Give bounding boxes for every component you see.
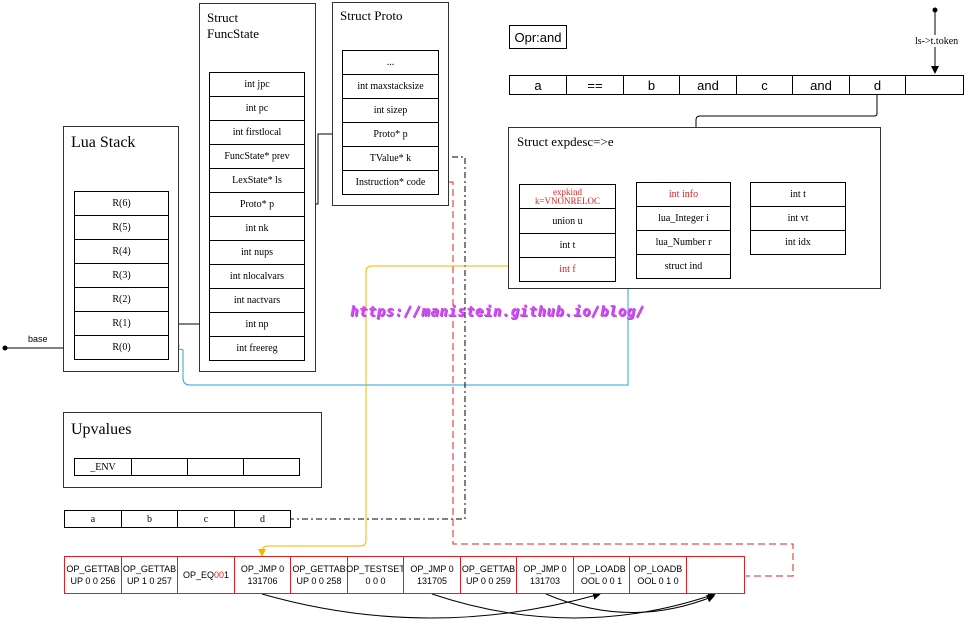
token-cell: d xyxy=(849,75,906,95)
upvalues-title: Upvalues xyxy=(71,421,132,438)
instruction-cell: OP_GETTAB UP 0 0 256 xyxy=(64,556,122,594)
stack-register: R(1) xyxy=(74,311,169,336)
lua-number-field: lua_Number r xyxy=(636,230,731,255)
funcstate-field: int pc xyxy=(209,96,305,121)
token-cell xyxy=(905,75,964,95)
constant-cell: b xyxy=(121,510,178,528)
instruction-cell: OP_LOADB OOL 0 1 0 xyxy=(629,556,687,594)
instruction-cell: OP_JMP 0 131703 xyxy=(516,556,574,594)
funcstate-field: LexState* ls xyxy=(209,168,305,193)
int-info-field: int info xyxy=(636,182,731,207)
instruction-cell: OP_JMP 0 131705 xyxy=(403,556,461,594)
expdesc-title: Struct expdesc=>e xyxy=(517,134,614,149)
upvalue-cell xyxy=(243,458,300,476)
instruction-cell: OP_GETTAB UP 0 0 259 xyxy=(460,556,517,594)
token-cell: and xyxy=(792,75,850,95)
instruction-cell: OP_JMP 0 131706 xyxy=(234,556,291,594)
instruction-cell: OP_LOADB OOL 0 0 1 xyxy=(573,556,630,594)
union-u-field: union u xyxy=(519,208,616,234)
struct-ind-field: struct ind xyxy=(636,254,731,279)
upvalue-cell: _ENV xyxy=(74,458,132,476)
funcstate-field: int nk xyxy=(209,216,305,241)
funcstate-field: int nups xyxy=(209,240,305,265)
instruction-cell: OP_GETTAB UP 0 0 258 xyxy=(290,556,348,594)
funcstate-field: int freereg xyxy=(209,336,305,361)
expkind-field: expkind k=VNONRELOC xyxy=(519,184,616,209)
funcstate-field: Proto* p xyxy=(209,192,305,217)
funcstate-field: int nlocalvars xyxy=(209,264,305,289)
funcstate-field: int np xyxy=(209,312,305,337)
stack-register: R(5) xyxy=(74,215,169,240)
ind-field: int idx xyxy=(750,230,846,255)
stack-register: R(2) xyxy=(74,287,169,312)
upvalues-panel: Upvalues xyxy=(63,412,322,488)
stack-register: R(0) xyxy=(74,335,169,360)
lua-integer-field: lua_Integer i xyxy=(636,206,731,231)
token-cell: b xyxy=(623,75,680,95)
int-t-field: int t xyxy=(519,233,616,258)
instruction-cell: OP_EQ 0 0 1 xyxy=(177,556,235,594)
constant-cell: c xyxy=(177,510,235,528)
funcstate-field: int firstlocal xyxy=(209,120,305,145)
upvalue-cell xyxy=(131,458,188,476)
stack-register: R(6) xyxy=(74,191,169,216)
funcstate-field: FuncState* prev xyxy=(209,144,305,169)
lua-stack-title: Lua Stack xyxy=(71,134,136,151)
constant-cell: d xyxy=(234,510,291,528)
token-cell: and xyxy=(679,75,737,95)
stack-register: R(3) xyxy=(74,263,169,288)
ind-field: int t xyxy=(750,182,846,207)
instruction-cell: OP_GETTAB UP 1 0 257 xyxy=(121,556,178,594)
proto-field: Proto* p xyxy=(342,122,439,147)
proto-field: int maxstacksize xyxy=(342,74,439,99)
token-cell: a xyxy=(509,75,567,95)
instruction-cell xyxy=(686,556,745,594)
ind-field: int vt xyxy=(750,206,846,231)
upvalue-cell xyxy=(187,458,244,476)
proto-field: int sizep xyxy=(342,98,439,123)
proto-title: Struct Proto xyxy=(340,8,403,23)
token-cell: == xyxy=(566,75,624,95)
proto-field: TValue* k xyxy=(342,146,439,171)
int-f-field: int f xyxy=(519,257,616,282)
funcstate-field: int nactvars xyxy=(209,288,305,313)
token-cell: c xyxy=(736,75,793,95)
watermark-url: https://manistein.github.io/blog/ xyxy=(350,304,645,320)
proto-field: ... xyxy=(342,50,439,75)
instruction-cell: OP_TESTSET 0 0 0 xyxy=(346,556,405,594)
base-label: base xyxy=(28,334,48,344)
token-pointer-label: ls->t.token xyxy=(915,36,959,47)
stack-register: R(4) xyxy=(74,239,169,264)
proto-field: Instruction* code xyxy=(342,170,439,195)
constant-cell: a xyxy=(64,510,122,528)
funcstate-title: Struct FuncState xyxy=(207,10,259,41)
funcstate-field: int jpc xyxy=(209,72,305,97)
opr-label: Opr:and xyxy=(509,25,567,49)
